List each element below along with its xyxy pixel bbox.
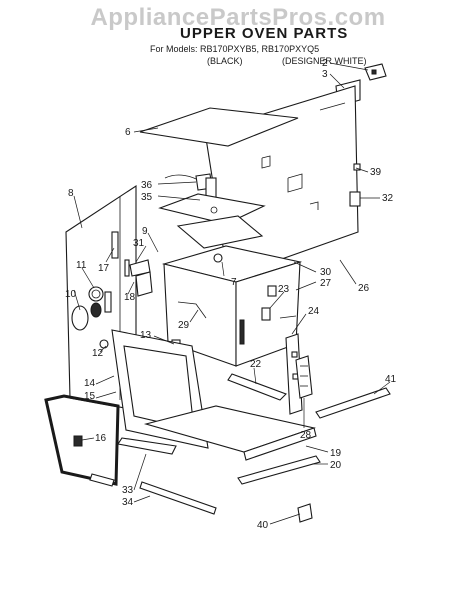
part-right-channel[interactable] <box>285 333 303 415</box>
callout-17: 17 <box>98 263 110 274</box>
part-bottom-panel[interactable] <box>143 405 317 461</box>
part-small-trim-left[interactable] <box>89 473 115 487</box>
part-front-trim-33[interactable] <box>117 437 177 455</box>
callout-6: 6 <box>125 127 131 138</box>
callout-31: 31 <box>133 238 145 249</box>
callout-28: 28 <box>300 430 312 441</box>
callout-40: 40 <box>257 520 269 531</box>
callout-20: 20 <box>330 460 342 471</box>
part-door-hinge[interactable] <box>295 355 313 399</box>
callout-35: 35 <box>141 192 153 203</box>
callout-11: 11 <box>76 260 87 271</box>
part-lower-rail[interactable] <box>227 373 287 401</box>
diagram-title: UPPER OVEN PARTS <box>180 25 349 42</box>
callout-30: 30 <box>320 267 332 278</box>
part-door-gasket[interactable] <box>44 394 120 486</box>
callout-29: 29 <box>178 320 190 331</box>
part-front-trim-34[interactable] <box>139 481 217 515</box>
variant-designer-white: (DESIGNER WHITE) <box>282 56 367 66</box>
part-back-bracket[interactable] <box>364 63 387 81</box>
callout-2: 2 <box>322 58 328 69</box>
callout-16: 16 <box>95 433 107 444</box>
callout-41: 41 <box>385 374 397 385</box>
part-oven-vent-bracket[interactable] <box>129 259 153 297</box>
callout-34: 34 <box>122 497 134 508</box>
callout-19: 19 <box>330 448 342 459</box>
callout-39: 39 <box>370 167 382 178</box>
callout-33: 33 <box>122 485 134 496</box>
part-bottom-trim[interactable] <box>237 455 321 485</box>
callout-9: 9 <box>142 226 148 237</box>
callout-32: 32 <box>382 193 394 204</box>
variant-black: (BLACK) <box>207 56 243 66</box>
models-line: For Models: RB170PXYB5, RB170PXYQ5 <box>150 44 320 54</box>
part-top-panel[interactable] <box>139 107 299 147</box>
callout-18: 18 <box>124 292 136 303</box>
callout-26: 26 <box>358 283 370 294</box>
callout-15: 15 <box>84 391 96 402</box>
part-oven-liner-cavity[interactable] <box>161 245 303 367</box>
callout-23: 23 <box>278 284 290 295</box>
callout-14: 14 <box>84 378 96 389</box>
callout-8: 8 <box>68 188 74 199</box>
callout-36: 36 <box>141 180 153 191</box>
callout-13: 13 <box>140 330 152 341</box>
callout-7: 7 <box>231 277 237 288</box>
part-bottom-rear-rail[interactable] <box>315 387 391 419</box>
callout-3: 3 <box>322 69 328 80</box>
callout-27: 27 <box>320 278 332 289</box>
part-clip[interactable] <box>297 503 313 523</box>
leader-lines <box>73 62 391 525</box>
callout-24: 24 <box>308 306 320 317</box>
callout-12: 12 <box>92 348 104 359</box>
callout-10: 10 <box>65 289 77 300</box>
callout-labels: 2 3 6 36 35 39 32 8 9 31 11 17 10 18 7 3… <box>65 58 397 531</box>
callout-22: 22 <box>250 359 262 370</box>
part-wiring-harness[interactable] <box>164 173 217 199</box>
